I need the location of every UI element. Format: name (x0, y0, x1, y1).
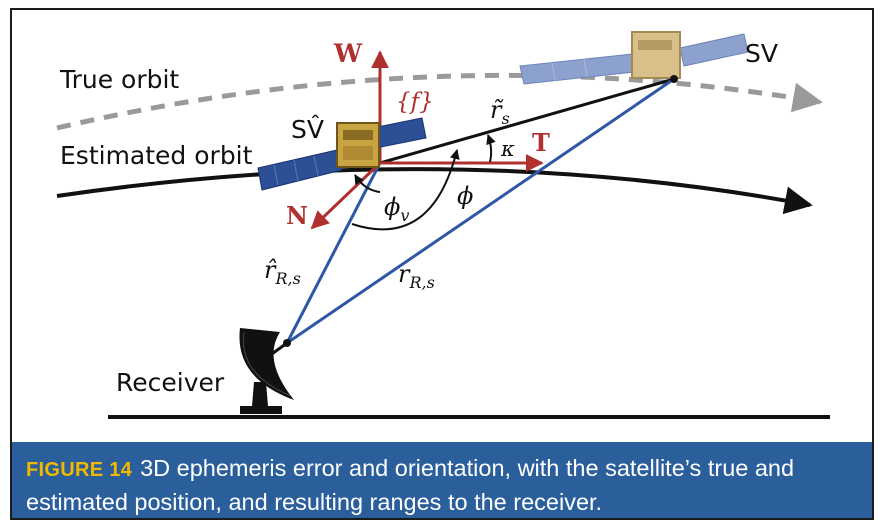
r-tilde-label: r̃s (490, 96, 510, 128)
caption-text: 3D ephemeris error and orientation, with… (26, 455, 795, 515)
w-axis-label: W (333, 39, 363, 68)
n-axis-arrow (310, 161, 382, 230)
figure-number: FIGURE 14 (26, 459, 133, 481)
ephemeris-diagram: True orbit Estimated orbit SV SV̂ Receiv… (56, 31, 830, 419)
r-label: rR,s (398, 260, 435, 292)
r-hat-label: r̂R,s (264, 256, 301, 288)
phi-label: ϕ (457, 182, 473, 210)
r-tilde-line (379, 77, 675, 165)
phi-arc (351, 149, 460, 231)
true-orbit-curve (56, 72, 823, 131)
receiver-label: Receiver (116, 368, 225, 397)
estimated-orbit-curve (56, 167, 813, 215)
estimated-orbit-label: Estimated orbit (60, 141, 253, 170)
n-axis-label: N (286, 201, 308, 230)
figure-frame: True orbit Estimated orbit SV SV̂ Receiv… (10, 8, 874, 520)
phi-v-arc (354, 174, 381, 193)
estimated-range-line (285, 162, 382, 344)
receiver-dish (239, 328, 294, 414)
true-orbit-label: True orbit (59, 65, 179, 94)
kappa-label: κ (500, 137, 515, 161)
estimated-satellite (257, 117, 427, 191)
kappa-arc (486, 134, 496, 163)
true-satellite (519, 31, 749, 85)
sv-label: SV (745, 39, 778, 68)
t-axis-label: T (532, 128, 550, 157)
force-label: {f} (396, 89, 434, 115)
phi-v-label: ϕv (384, 193, 409, 225)
sv-hat-label: SV̂ (291, 115, 324, 144)
true-range-line (286, 77, 675, 345)
